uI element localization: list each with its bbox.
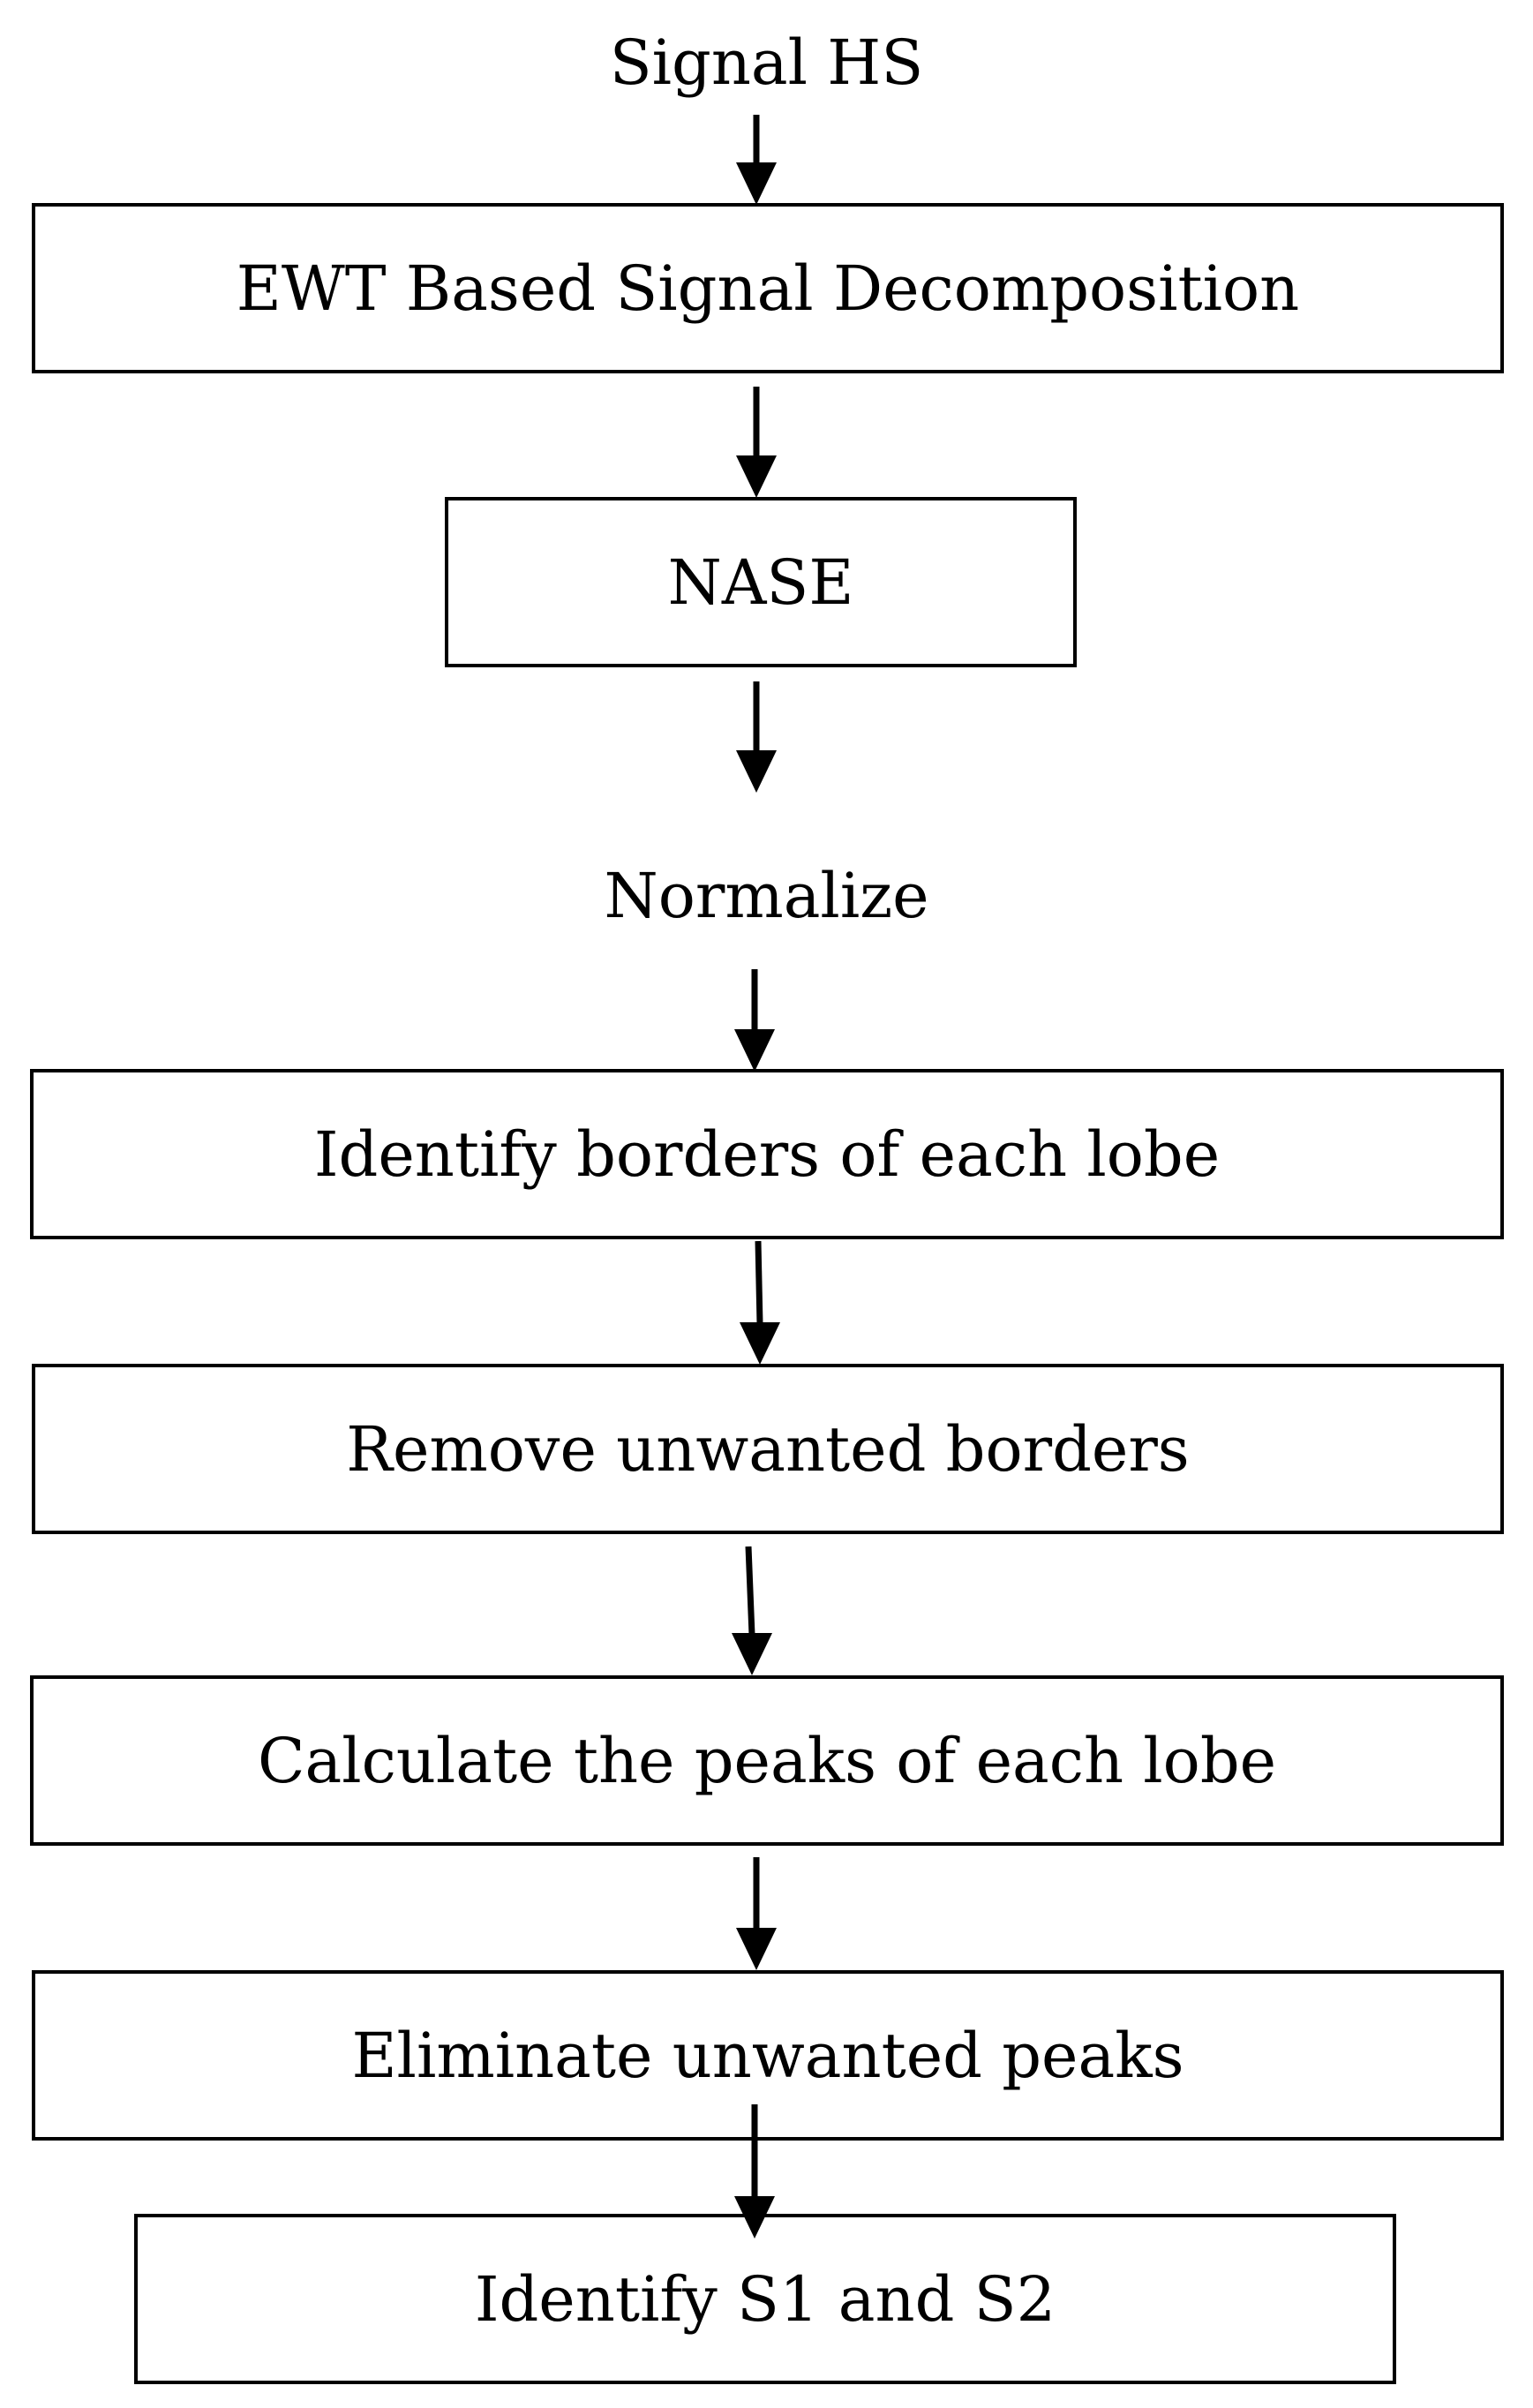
step-nase-box: NASE xyxy=(445,497,1077,667)
step-ewt-decomposition-text: EWT Based Signal Decomposition xyxy=(236,252,1300,325)
step-ewt-decomposition-box: EWT Based Signal Decomposition xyxy=(32,203,1504,373)
arrow-normalize-to-identify-borders xyxy=(734,969,775,1072)
step-remove-borders-box: Remove unwanted borders xyxy=(32,1364,1504,1534)
step-eliminate-peaks-box: Eliminate unwanted peaks xyxy=(32,1970,1504,2141)
arrow-ewt-to-nase xyxy=(736,387,777,498)
step-calculate-peaks-box: Calculate the peaks of each lobe xyxy=(30,1675,1504,1846)
arrow-remove-to-calculate xyxy=(732,1546,772,1675)
step-eliminate-peaks-text: Eliminate unwanted peaks xyxy=(351,2019,1184,2092)
step-identify-borders-text: Identify borders of each lobe xyxy=(313,1117,1221,1191)
step-calculate-peaks-text: Calculate the peaks of each lobe xyxy=(257,1724,1277,1797)
step-nase-text: NASE xyxy=(667,546,854,619)
arrow-eliminate-to-identify-s1-s2 xyxy=(734,2104,775,2239)
step-remove-borders-text: Remove unwanted borders xyxy=(346,1412,1190,1486)
step-identify-s1-s2-box: Identify S1 and S2 xyxy=(134,2214,1396,2384)
arrow-input-to-ewt xyxy=(736,115,777,205)
arrow-calculate-to-eliminate xyxy=(736,1857,777,1970)
step-normalize-label: Normalize xyxy=(604,860,929,932)
arrow-identify-to-remove xyxy=(740,1240,780,1365)
step-identify-s1-s2-text: Identify S1 and S2 xyxy=(474,2262,1056,2336)
input-label-signal-hs: Signal HS xyxy=(609,26,924,99)
arrow-nase-to-normalize xyxy=(736,681,777,793)
step-identify-borders-box: Identify borders of each lobe xyxy=(30,1069,1504,1239)
